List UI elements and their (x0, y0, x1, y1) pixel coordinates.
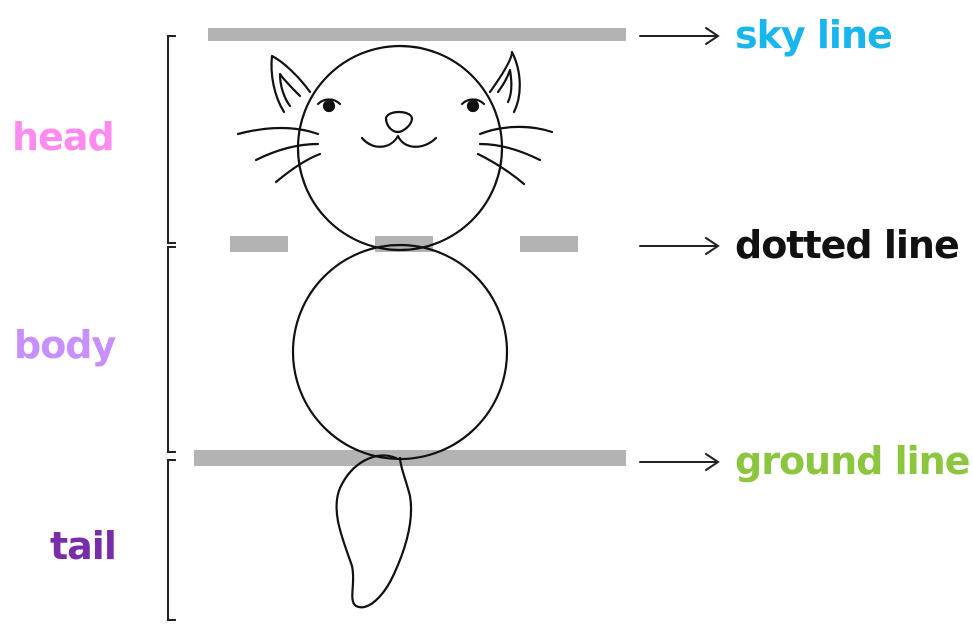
cat-body (291, 243, 509, 461)
cat-mouth (360, 134, 438, 148)
cat-head (296, 44, 504, 252)
right-arrow-icon (639, 27, 720, 45)
cat-right-eye (460, 98, 486, 106)
sky-line-label: sky line (735, 13, 893, 57)
right-arrow-icon (639, 453, 720, 471)
cat-tail (335, 454, 413, 609)
tail-label: tail (50, 524, 117, 568)
ground-line-label: ground line (735, 439, 970, 483)
cat-nose (384, 110, 414, 134)
body-label: body (14, 323, 116, 367)
sky-line (208, 28, 626, 41)
dotted-line-label: dotted line (735, 223, 960, 267)
tail-bracket (167, 459, 176, 621)
cat-whisker (478, 142, 542, 162)
cat-whisker (254, 142, 320, 162)
cat-whisker (478, 125, 554, 136)
head-label: head (12, 115, 115, 159)
cat-right-ear (488, 50, 521, 114)
cat-whisker (236, 126, 320, 136)
cat-whisker (274, 152, 322, 184)
cat-whisker (476, 152, 526, 186)
right-arrow-icon (639, 237, 720, 255)
cat-left-ear (270, 54, 312, 114)
head-bracket (167, 35, 176, 244)
cat-left-eye (316, 98, 342, 106)
body-bracket (167, 246, 176, 453)
cat-drawing (236, 44, 554, 609)
